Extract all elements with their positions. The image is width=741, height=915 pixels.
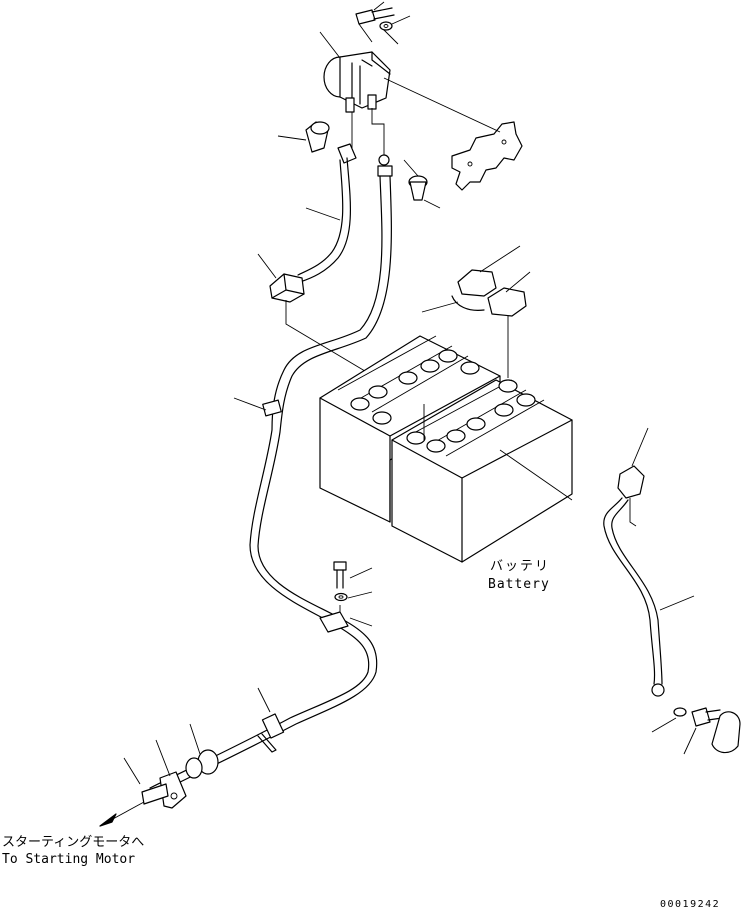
relay-cable-long: [149, 108, 393, 795]
relay-cable-left: [269, 112, 381, 381]
starter-label-ja: スターティングモータへ: [2, 835, 144, 850]
terminal-cap-upper: [277, 121, 330, 153]
battery-caps: [350, 349, 536, 453]
cable-grommet: [185, 723, 219, 779]
cable-clamp-3: [257, 687, 285, 753]
battery-label-en: Battery: [488, 577, 550, 592]
cable-clamp-4: [123, 739, 187, 809]
terminal-cap-right: [403, 159, 441, 209]
battery-label-ja: バッテリ: [490, 559, 550, 574]
relay-bolt: [355, 7, 395, 31]
ground-cable: [603, 427, 695, 697]
battery-relay: [323, 51, 391, 113]
cable-clamp-2: [319, 605, 349, 633]
clamp-bolt: [333, 561, 373, 627]
mounting-bracket: [383, 77, 523, 191]
cable-clamp-1: [233, 397, 282, 417]
drawing-number: 00019242: [660, 899, 720, 910]
starter-label-en: To Starting Motor: [2, 852, 135, 867]
to-starting-motor-arrow: [99, 801, 145, 827]
battery-front: [391, 379, 573, 563]
terminal-cover: [421, 245, 531, 378]
ground-hardware: [651, 707, 741, 755]
